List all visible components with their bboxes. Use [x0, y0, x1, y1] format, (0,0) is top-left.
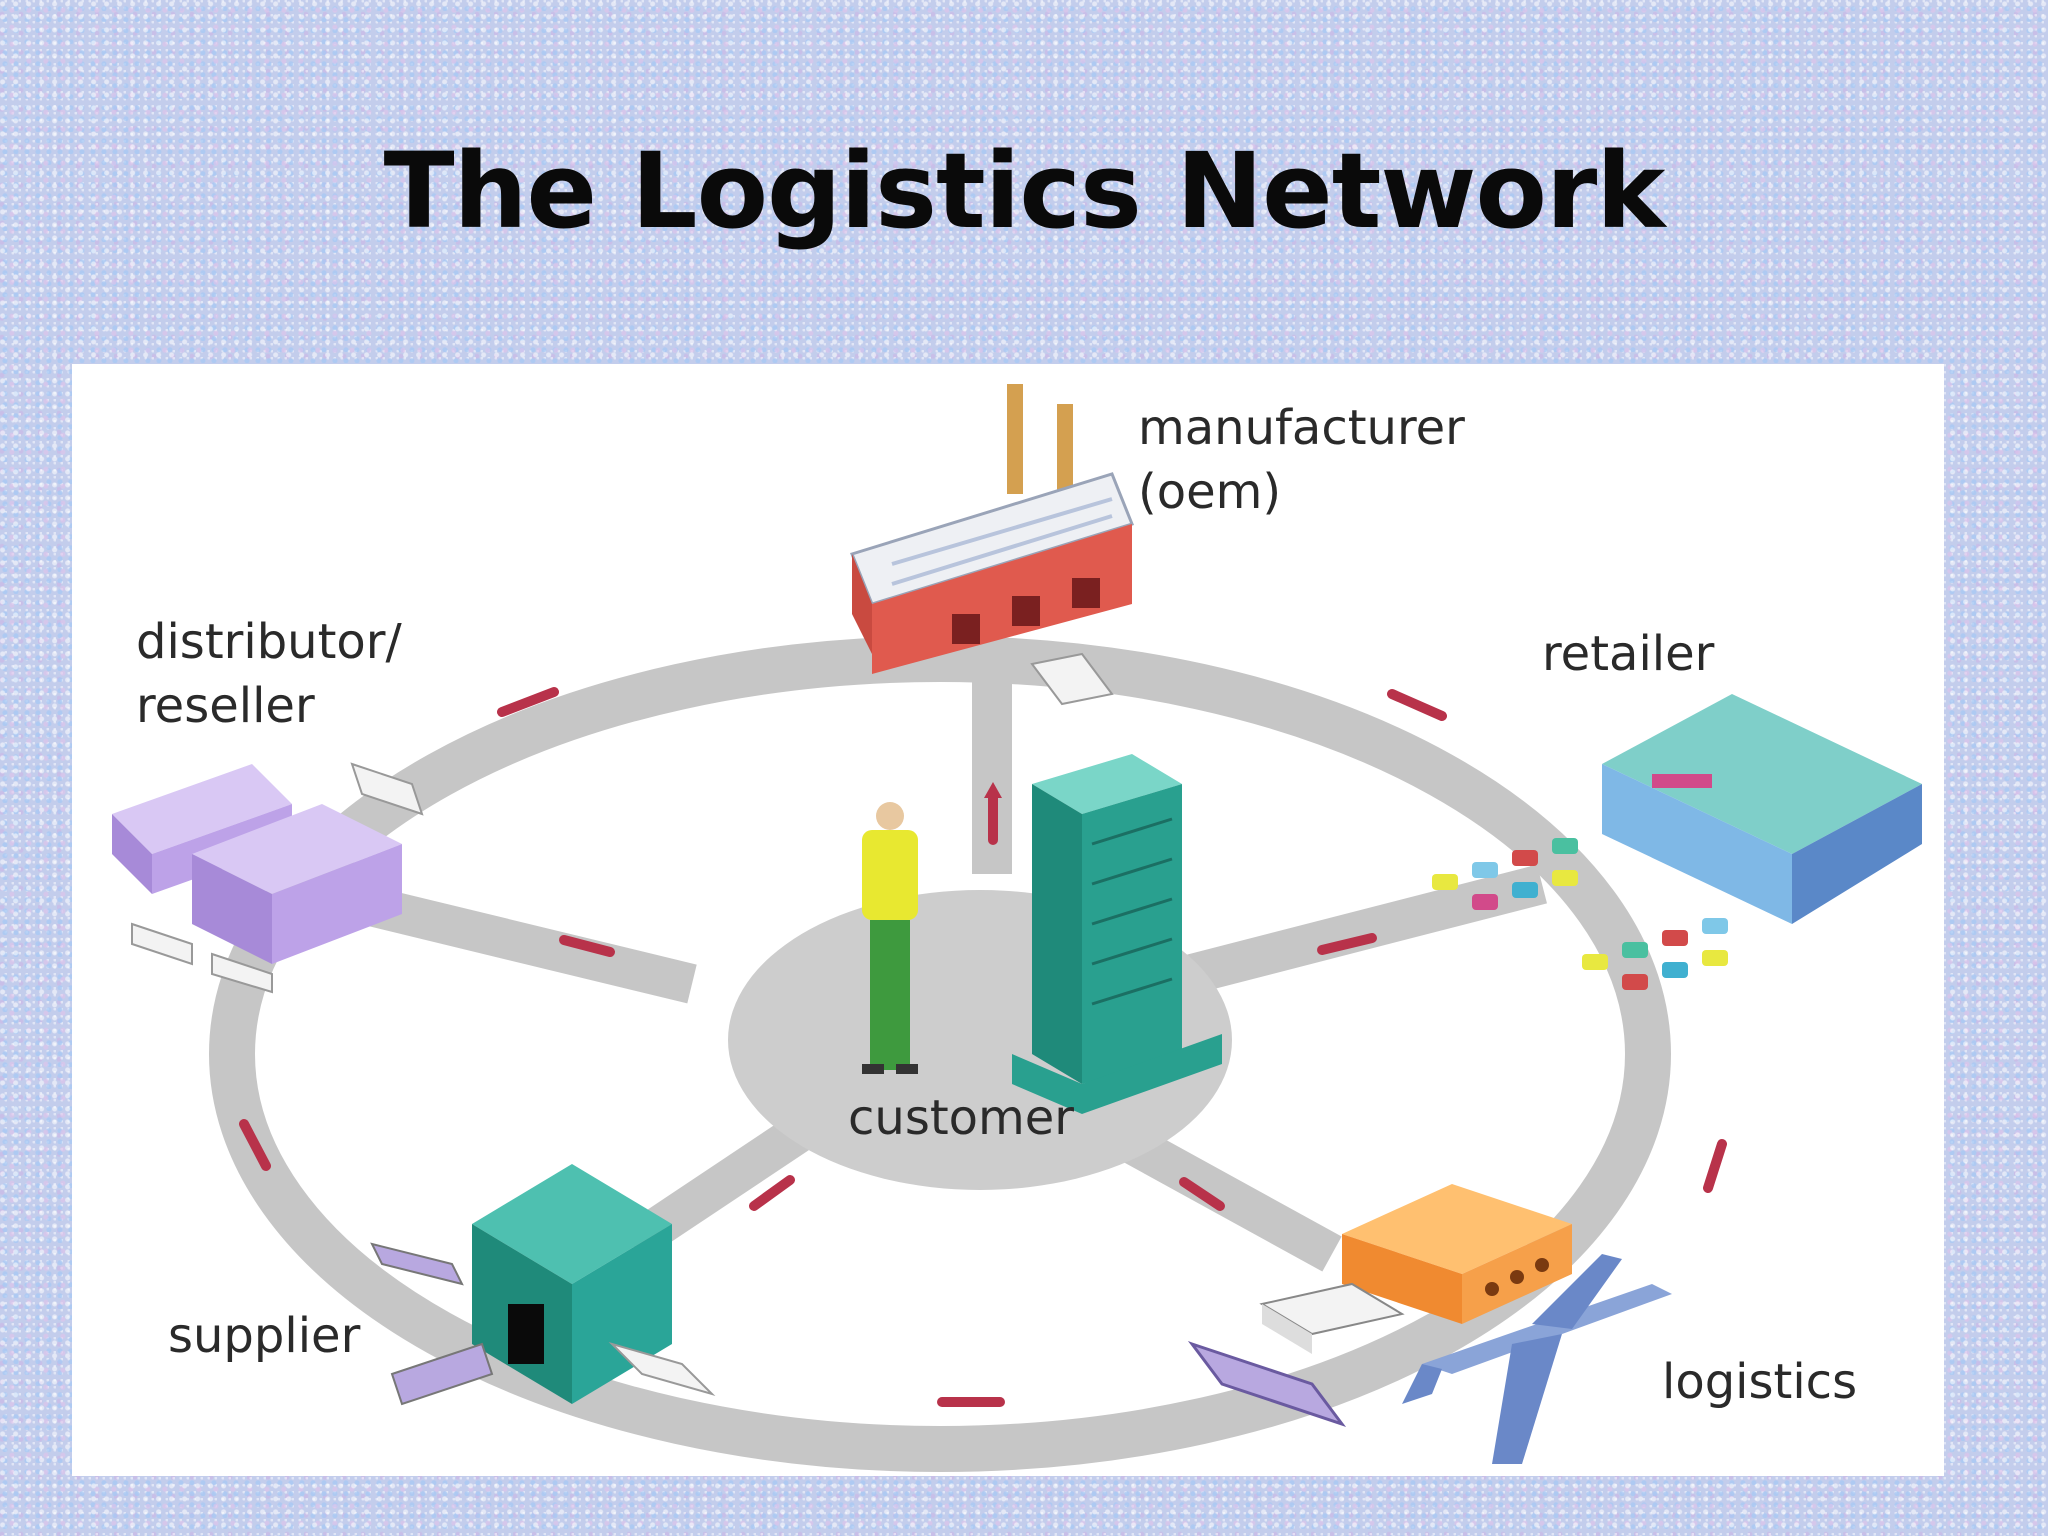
- supplier-warehouse-icon: [370, 1164, 716, 1406]
- train-icon: [1187, 1341, 1347, 1427]
- office-building-icon: [1012, 754, 1222, 1114]
- person-icon: [862, 802, 918, 1074]
- distributor-warehouse-icon: [112, 762, 424, 994]
- retailer-store-icon: [1432, 694, 1922, 990]
- distributor-label-line1: distributor/: [136, 614, 402, 670]
- truck-icon: [1259, 1282, 1405, 1354]
- page-title: The Logistics Network: [383, 130, 1666, 252]
- manufacturer-label: manufacturer (oem): [1138, 396, 1465, 524]
- distributor-label: distributor/ reseller: [136, 610, 402, 738]
- network-ring: [209, 636, 1671, 1472]
- manufacturer-label-line1: manufacturer: [1138, 400, 1465, 456]
- distributor-label-line2: reseller: [136, 678, 315, 734]
- diagram-canvas: [112, 384, 1922, 1472]
- retailer-label: retailer: [1542, 626, 1715, 682]
- airplane-icon: [1402, 1254, 1672, 1464]
- parked-cars-icon: [1432, 838, 1728, 990]
- customer-label: customer: [848, 1090, 1075, 1146]
- logistics-warehouse-icon: [1342, 1184, 1572, 1324]
- flow-arrows: [239, 687, 1727, 1407]
- factory-icon: [850, 384, 1134, 706]
- logistics-label: logistics: [1662, 1354, 1858, 1410]
- supplier-label: supplier: [168, 1308, 361, 1364]
- arrow-up-icon: [984, 782, 1002, 798]
- logistics-network-diagram: manufacturer (oem) distributor/ reseller…: [72, 364, 1944, 1476]
- manufacturer-label-line2: (oem): [1138, 464, 1282, 520]
